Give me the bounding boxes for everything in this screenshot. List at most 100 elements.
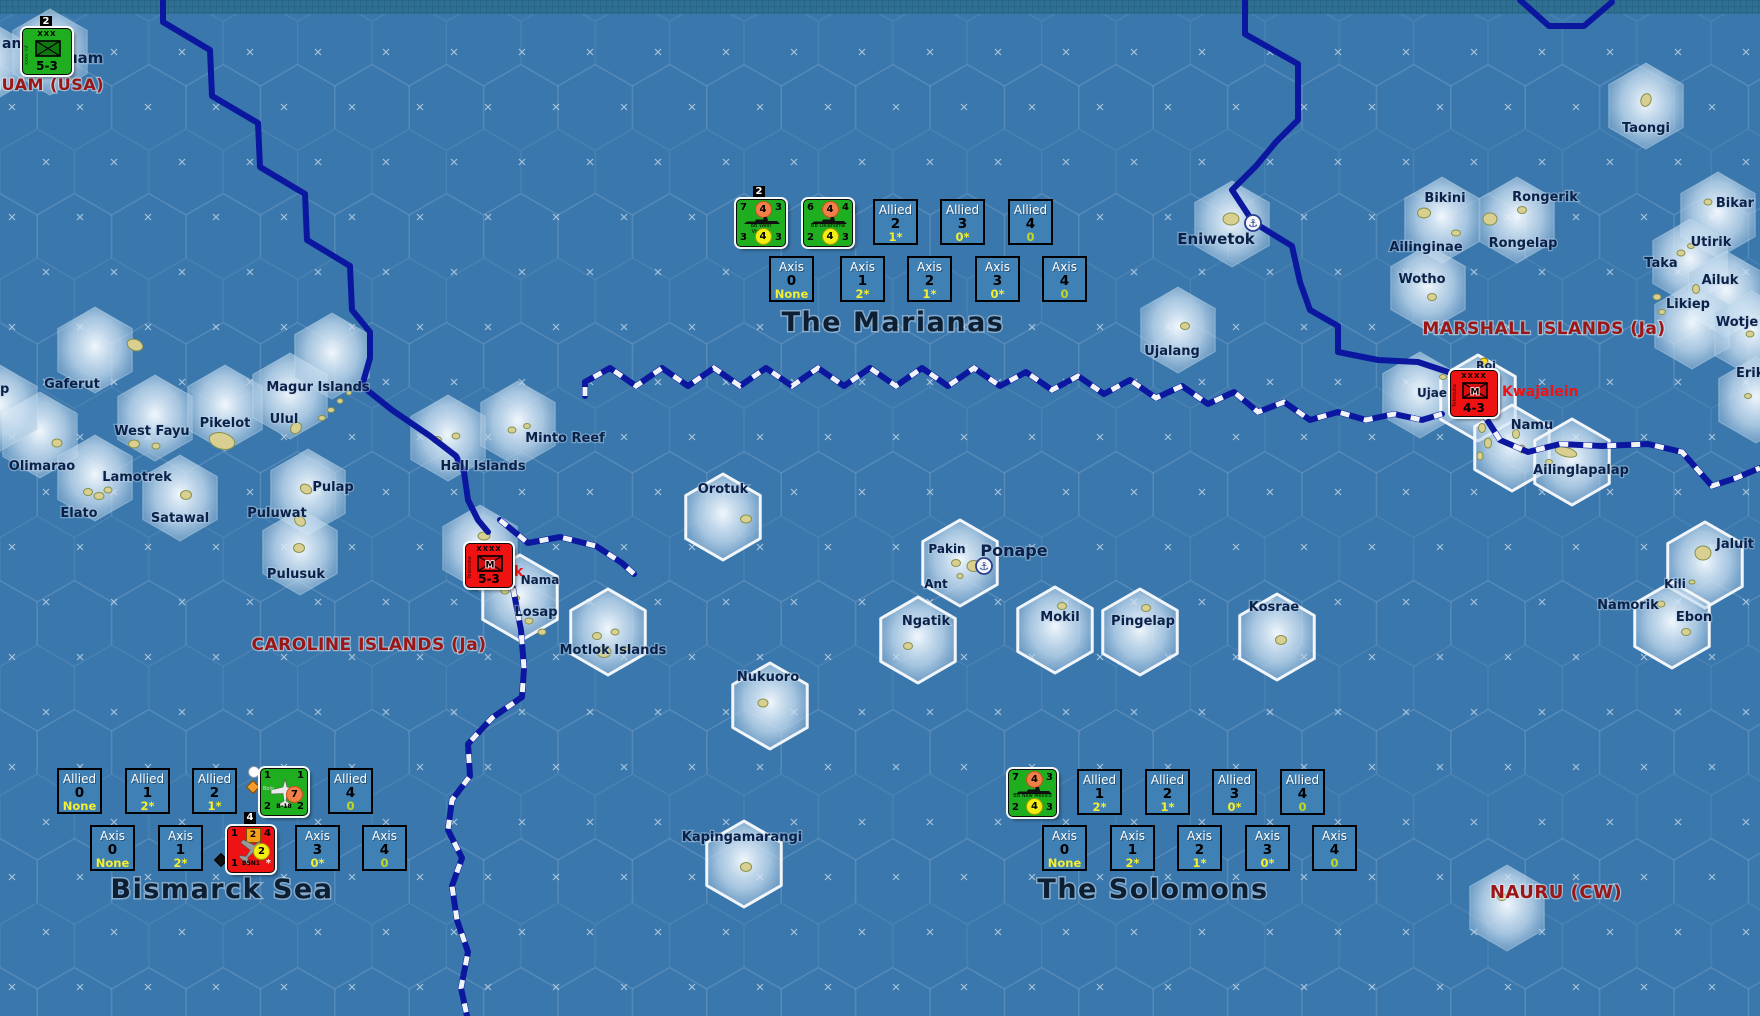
- island-hex[interactable]: [879, 595, 957, 685]
- island-blob: [451, 432, 461, 440]
- island-hex[interactable]: [1718, 356, 1760, 444]
- island-hex[interactable]: [731, 661, 809, 751]
- island-blob: [619, 645, 629, 653]
- island-label: Namorik: [1597, 598, 1659, 613]
- island-blob: [346, 390, 352, 396]
- island-label: Ponape: [980, 541, 1047, 560]
- island-label: Ngatik: [902, 614, 951, 629]
- island-hex[interactable]: [1101, 587, 1179, 677]
- island-hex[interactable]: [1479, 176, 1555, 264]
- island-blob: [1141, 604, 1151, 612]
- island-blob: [1687, 243, 1695, 249]
- island-hex[interactable]: [1140, 286, 1216, 374]
- airfield-dot: [1479, 357, 1489, 367]
- island-hex[interactable]: [1390, 244, 1466, 332]
- island-hex[interactable]: [57, 306, 133, 394]
- unit-size-label: XXX: [37, 30, 57, 38]
- island-blob: [1275, 635, 1287, 645]
- stat-box-subvalue: None: [62, 798, 97, 813]
- island-hex[interactable]: [480, 380, 556, 468]
- island-blob: [523, 423, 531, 429]
- island-hex[interactable]: [1533, 417, 1611, 507]
- circle-white-marker[interactable]: [248, 766, 260, 778]
- island-blob: [1439, 374, 1447, 380]
- counter-text: 7: [1012, 772, 1019, 783]
- island-label: Kosrae: [1249, 600, 1300, 615]
- island-label: Ulul: [270, 412, 299, 427]
- svg-text:⚓: ⚓: [979, 560, 989, 573]
- stat-box-number: 3: [1262, 841, 1273, 858]
- island-blob: [103, 486, 113, 494]
- island-hex[interactable]: [0, 364, 38, 452]
- island-hex[interactable]: [569, 587, 647, 677]
- island-blob: [740, 862, 752, 872]
- island-hex[interactable]: [684, 472, 762, 562]
- stat-box-side-label: Allied: [1150, 773, 1185, 787]
- yellow-rating: 4: [1026, 798, 1043, 815]
- island-blob: [1222, 212, 1240, 226]
- counter-text: 2: [264, 801, 271, 812]
- stat-box-subvalue: 0: [1330, 855, 1339, 870]
- island-blob: [1745, 330, 1755, 338]
- stat-box-subvalue: 0: [1026, 229, 1035, 244]
- island-hex[interactable]: [1633, 580, 1711, 670]
- island-blob: [1688, 579, 1696, 585]
- island-blob: [757, 698, 769, 708]
- region-label: MARSHALL ISLANDS (Ja): [1422, 319, 1665, 339]
- island-label: Lamotrek: [102, 470, 172, 485]
- stat-box-side-label: Axis: [1120, 829, 1145, 843]
- island-hex[interactable]: [142, 454, 218, 542]
- ship-silhouette: [744, 217, 780, 224]
- island-label: Nukuoro: [737, 670, 799, 685]
- island-hex[interactable]: [1469, 864, 1545, 952]
- island-blob: [592, 632, 602, 640]
- aircraft-model: B5N1: [242, 860, 260, 867]
- island-blob: [180, 490, 192, 500]
- boundary-boundary_a_north: [160, 0, 491, 535]
- island-hex[interactable]: [57, 434, 133, 522]
- island-label: Roi: [1476, 359, 1496, 372]
- orange-rating: 4: [1026, 771, 1043, 788]
- stat-box-number: 4: [1025, 215, 1036, 232]
- stat-box-number: 3: [312, 841, 323, 858]
- ship-silhouette: [811, 217, 847, 224]
- island-hex[interactable]: [1016, 585, 1094, 675]
- stat-box-side-label: Axis: [917, 260, 942, 274]
- stat-box-subvalue: None: [95, 855, 130, 870]
